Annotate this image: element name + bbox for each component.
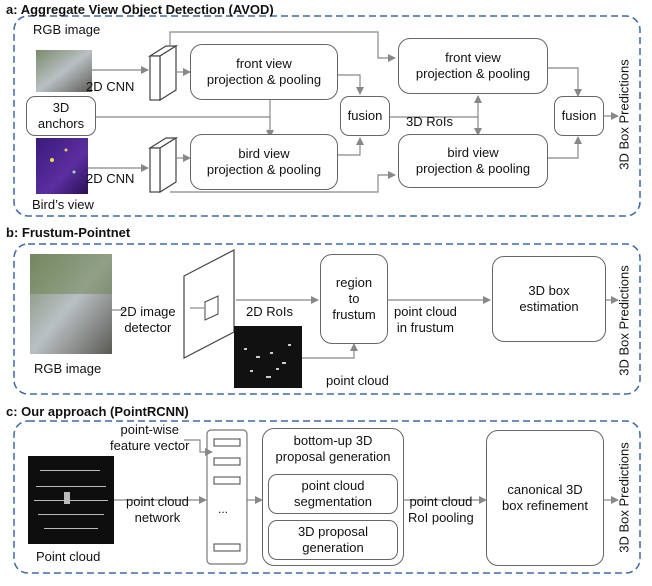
- avod-birdsview-thumbnail: [36, 138, 88, 194]
- detector-label: 2D image detector: [120, 304, 176, 335]
- front-view-pooling-box-2: front view projection & pooling: [398, 38, 548, 94]
- frustum-rgb-label: RGB image: [34, 361, 102, 376]
- cnn-top-label: 2D CNN: [86, 79, 135, 94]
- panel-b-border: [13, 243, 641, 395]
- anchors-box: 3D anchors: [26, 96, 96, 136]
- proposal-generation-box: 3D proposal generation: [268, 520, 398, 560]
- avod-birdsview-label: Bird’s view: [32, 197, 94, 212]
- pointrcnn-pointcloud-label: Point cloud: [36, 549, 101, 564]
- feature-dots: ...: [218, 502, 229, 516]
- panel-a-title: a: Aggregate View Object Detection (AVOD…: [6, 2, 274, 17]
- cnn-block-top: [147, 44, 179, 102]
- panel-a-border: [13, 15, 641, 217]
- roi-pooling-label: point cloud RoI pooling: [408, 494, 474, 525]
- pointwise-feature-label: point-wise feature vector: [110, 422, 190, 453]
- pc-in-frustum-label: point cloud in frustum: [394, 304, 457, 335]
- avod-predictions-label: 3D Box Predictions: [616, 59, 632, 170]
- panel-c-border: [13, 420, 641, 574]
- panel-b-title: b: Frustum-Pointnet: [6, 225, 131, 240]
- bird-view-pooling-box-1: bird view projection & pooling: [190, 134, 338, 190]
- frustum-predictions-label: 3D Box Predictions: [616, 265, 632, 376]
- avod-rgb-label: RGB image: [33, 22, 101, 37]
- front-view-pooling-box-1: front view projection & pooling: [190, 44, 338, 100]
- cnn-block-bottom: [147, 136, 179, 194]
- pc-network-label: point cloud network: [126, 494, 189, 525]
- rois-3d-label: 3D RoIs: [406, 114, 453, 129]
- rois-2d-label: 2D RoIs: [246, 304, 293, 319]
- box-estimation-box: 3D box estimation: [492, 256, 606, 342]
- fusion-box-1: fusion: [340, 96, 390, 136]
- point-cloud-label: point cloud: [326, 373, 389, 388]
- pointrcnn-predictions-label: 3D Box Predictions: [616, 442, 632, 553]
- cnn-bottom-label: 2D CNN: [86, 171, 135, 186]
- segmentation-box: point cloud segmentation: [268, 474, 398, 514]
- bird-view-pooling-box-2: bird view projection & pooling: [398, 134, 548, 188]
- avod-rgb-thumbnail: [36, 50, 92, 92]
- region-to-frustum-box: region to frustum: [320, 254, 388, 344]
- box-refinement-box: canonical 3D box refinement: [486, 430, 604, 566]
- feature-vector-bars: [213, 438, 241, 552]
- panel-c-title: c: Our approach (PointRCNN): [6, 404, 189, 419]
- frustum-pointcloud-thumbnail: [234, 326, 302, 388]
- detector-plane-icon: [183, 249, 235, 359]
- fusion-box-2: fusion: [554, 96, 604, 136]
- bottom-up-label: bottom-up 3D proposal generation: [275, 433, 391, 464]
